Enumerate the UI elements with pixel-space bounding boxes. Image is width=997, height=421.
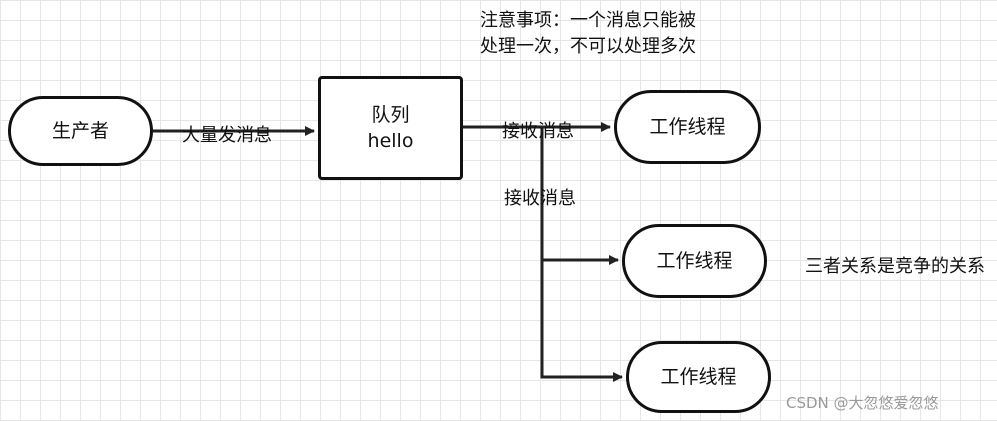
- worker-2-label: 工作线程: [656, 250, 733, 272]
- edge-queue-to-worker3: [540, 127, 623, 382]
- worker-3-label: 工作线程: [660, 366, 737, 388]
- worker-node-2: 工作线程: [622, 224, 767, 298]
- queue-name: hello: [367, 130, 414, 152]
- queue-node: 队列 hello: [318, 76, 463, 180]
- worker-1-label: 工作线程: [649, 116, 726, 138]
- producer-label: 生产者: [51, 120, 109, 142]
- worker-node-1: 工作线程: [614, 90, 761, 164]
- note-line-1: 注意事项：一个消息只能被: [480, 10, 696, 31]
- worker-node-3: 工作线程: [626, 341, 771, 413]
- side-note: 三者关系是竞争的关系: [805, 256, 985, 277]
- watermark: CSDN @大忽悠爱忽悠: [786, 394, 939, 412]
- send-label: 大量发消息: [182, 125, 272, 146]
- receive-label-1: 接收消息: [502, 121, 574, 142]
- note-block: 注意事项：一个消息只能被 处理一次，不可以处理多次: [480, 8, 696, 60]
- producer-node: 生产者: [8, 96, 153, 166]
- note-line-2: 处理一次，不可以处理多次: [480, 36, 696, 57]
- receive-label-2: 接收消息: [504, 188, 576, 209]
- queue-title: 队列: [371, 104, 410, 126]
